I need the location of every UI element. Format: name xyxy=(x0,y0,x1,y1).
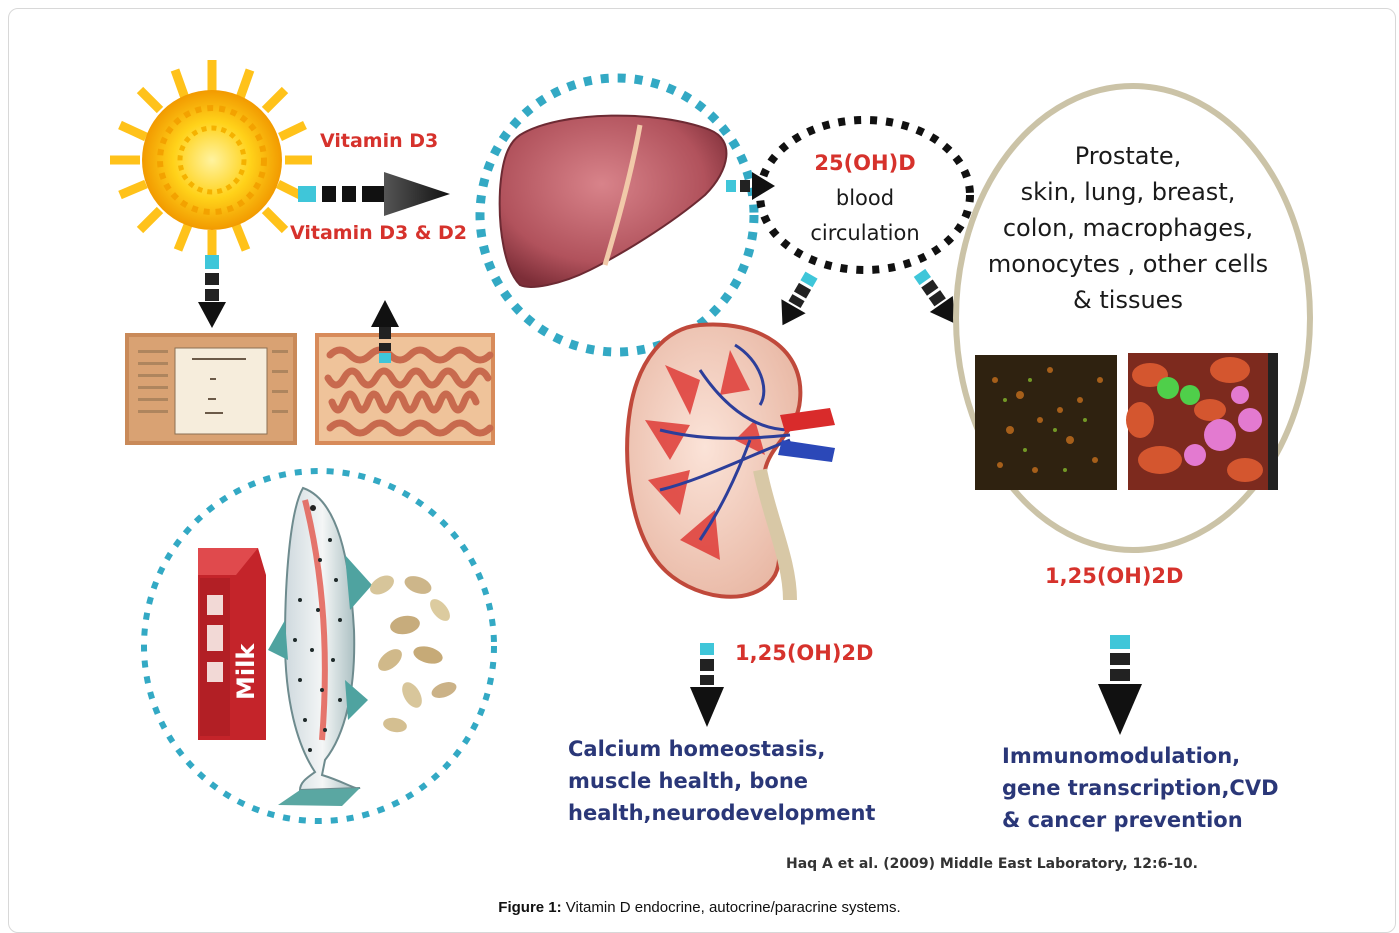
arrow-kidney-to-outcome-icon xyxy=(690,643,724,727)
target-tissues-line-5: & tissues xyxy=(968,282,1288,318)
target-tissues-label: Prostate, skin, lung, breast, colon, mac… xyxy=(968,138,1288,318)
paracrine-outcome-line-2: gene transcription,CVD xyxy=(1002,772,1279,804)
target-tissues-line-2: skin, lung, breast, xyxy=(968,174,1288,210)
tissue-metabolite-label: 1,25(OH)2D xyxy=(1045,564,1183,588)
sun-icon xyxy=(110,60,312,262)
circulation-metabolite: 25(OH)D xyxy=(780,146,950,181)
arrow-sun-to-liver-icon xyxy=(298,172,450,216)
endocrine-outcome-line-1: Calcium homeostasis, xyxy=(568,733,875,765)
figure-caption-label: Figure 1: xyxy=(498,899,561,916)
arrow-tissues-to-outcome-icon xyxy=(1098,635,1142,735)
blood-cells-micrograph-image xyxy=(1126,353,1278,490)
arrow-circulation-to-kidney-icon xyxy=(770,268,823,332)
endocrine-outcome-label: Calcium homeostasis, muscle health, bone… xyxy=(568,733,875,829)
paracrine-outcome-label: Immunomodulation, gene transcription,CVD… xyxy=(1002,740,1279,836)
endocrine-outcome-line-2: muscle health, bone xyxy=(568,765,875,797)
target-tissues-line-3: colon, macrophages, xyxy=(968,210,1288,246)
target-tissues-line-1: Prostate, xyxy=(968,138,1288,174)
fluorescence-micrograph-image xyxy=(975,355,1117,490)
liver-image xyxy=(500,116,727,287)
milk-carton-label: Milk xyxy=(232,643,260,700)
target-tissues-line-4: monocytes , other cells xyxy=(968,246,1288,282)
citation-label: Haq A et al. (2009) Middle East Laborato… xyxy=(786,856,1198,872)
vitamin-pills-image xyxy=(367,572,459,734)
paracrine-outcome-line-3: & cancer prevention xyxy=(1002,804,1279,836)
fish-image xyxy=(268,488,372,806)
intestine-image xyxy=(315,333,495,445)
kidney-metabolite-label: 1,25(OH)2D xyxy=(735,641,873,665)
figure-caption-text: Vitamin D endocrine, autocrine/paracrine… xyxy=(562,899,901,916)
figure-caption: Figure 1: Vitamin D endocrine, autocrine… xyxy=(0,899,1399,916)
circulation-line-3: circulation xyxy=(780,216,950,251)
skin-image xyxy=(125,333,297,445)
paracrine-outcome-line-1: Immunomodulation, xyxy=(1002,740,1279,772)
circulation-label: 25(OH)D blood circulation xyxy=(780,146,950,251)
arrow-sun-to-skin-icon xyxy=(198,255,226,328)
milk-carton-image: Milk xyxy=(198,548,266,740)
vitamin-d3-d2-label: Vitamin D3 & D2 xyxy=(290,222,467,244)
endocrine-outcome-line-3: health,neurodevelopment xyxy=(568,797,875,829)
vitamin-d3-label: Vitamin D3 xyxy=(320,130,438,152)
circulation-line-2: blood xyxy=(780,181,950,216)
kidney-image xyxy=(627,324,835,600)
